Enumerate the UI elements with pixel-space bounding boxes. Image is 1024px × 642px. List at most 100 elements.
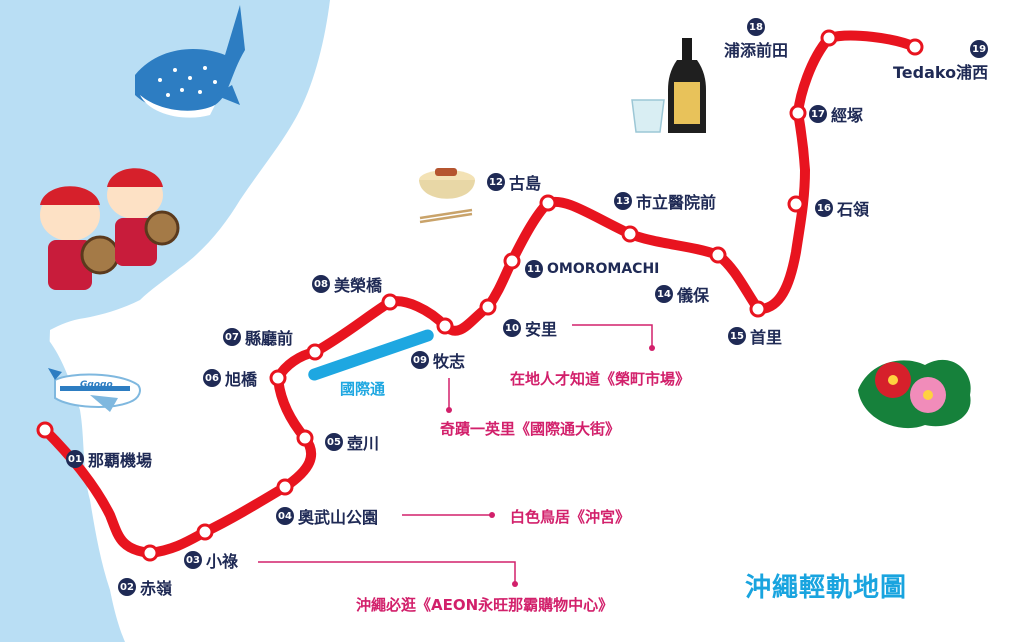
station-name: 浦添前田 xyxy=(724,41,789,60)
station-number: 16 xyxy=(815,199,833,217)
station-label-16[interactable]: 16 石領 xyxy=(815,196,869,220)
callout-dot-sakaemachi xyxy=(649,345,655,351)
station-label-10[interactable]: 10 安里 xyxy=(503,316,557,340)
station-dot-19[interactable] xyxy=(906,38,924,56)
station-label-08[interactable]: 08 美榮橋 xyxy=(312,272,382,296)
station-dot-13[interactable] xyxy=(621,225,639,243)
station-number: 02 xyxy=(118,578,136,596)
spot-label-aeon[interactable]: 沖繩必逛《AEON永旺那霸購物中心》 xyxy=(356,596,614,614)
station-number: 14 xyxy=(655,285,673,303)
station-dot-12[interactable] xyxy=(539,194,557,212)
station-number: 08 xyxy=(312,275,330,293)
airplane-logo: Ggogo xyxy=(80,380,113,390)
station-dot-06[interactable] xyxy=(269,369,287,387)
station-dot-02[interactable] xyxy=(141,544,159,562)
eisa-dancers-icon xyxy=(40,168,180,290)
station-dot-09[interactable] xyxy=(436,317,454,335)
station-label-13[interactable]: 13 市立醫院前 xyxy=(614,189,716,213)
spot-label-sakaemachi[interactable]: 在地人才知道《榮町市場》 xyxy=(510,370,691,388)
station-dot-14[interactable] xyxy=(709,246,727,264)
station-dot-04[interactable] xyxy=(276,478,294,496)
station-label-17[interactable]: 17 經塚 xyxy=(809,102,863,126)
station-dot-16[interactable] xyxy=(787,195,805,213)
station-name: 那覇機場 xyxy=(88,451,153,470)
soba-bowl-icon xyxy=(419,168,475,224)
station-label-11[interactable]: 11 OMOROMACHI xyxy=(525,260,659,278)
station-number: 06 xyxy=(203,369,221,387)
station-name: 奧武山公園 xyxy=(298,508,379,527)
airplane-icon xyxy=(48,368,141,412)
station-name: 赤嶺 xyxy=(140,579,173,598)
station-label-18[interactable]: 18 浦添前田 xyxy=(724,18,788,61)
station-name: Tedako浦西 xyxy=(893,63,989,82)
station-number: 12 xyxy=(487,173,505,191)
station-number: 04 xyxy=(276,507,294,525)
station-name: 市立醫院前 xyxy=(636,193,717,212)
station-name: 小祿 xyxy=(206,552,239,571)
station-name: OMOROMACHI xyxy=(547,261,660,277)
station-name: 縣廳前 xyxy=(245,329,294,348)
callout-dot-aeon xyxy=(512,581,518,587)
street-bar xyxy=(308,329,434,381)
station-label-05[interactable]: 05 壺川 xyxy=(325,430,379,454)
station-dot-08[interactable] xyxy=(381,293,399,311)
station-dots xyxy=(36,29,924,562)
station-name: 古島 xyxy=(509,174,542,193)
whale-shark-icon xyxy=(135,5,245,118)
hibiscus-icon xyxy=(858,359,971,429)
station-name: 儀保 xyxy=(677,286,710,305)
station-number: 05 xyxy=(325,433,343,451)
sea-bay xyxy=(0,330,125,642)
station-label-07[interactable]: 07 縣廳前 xyxy=(223,325,293,349)
station-dot-03[interactable] xyxy=(196,523,214,541)
station-label-12[interactable]: 12 古島 xyxy=(487,170,541,194)
station-number: 10 xyxy=(503,319,521,337)
station-name: 經塚 xyxy=(831,106,864,125)
station-dot-01[interactable] xyxy=(36,421,54,439)
station-label-06[interactable]: 06 旭橋 xyxy=(203,366,257,390)
station-name: 壺川 xyxy=(347,434,380,453)
station-name: 旭橋 xyxy=(225,370,258,389)
map-title: 沖繩輕軌地圖 xyxy=(745,573,908,603)
station-name: 首里 xyxy=(750,328,783,347)
station-name: 美榮橋 xyxy=(334,276,383,295)
station-dot-10[interactable] xyxy=(479,298,497,316)
station-label-01[interactable]: 01 那覇機場 xyxy=(66,447,152,471)
station-number: 03 xyxy=(184,551,202,569)
station-number: 09 xyxy=(411,351,429,369)
station-label-14[interactable]: 14 儀保 xyxy=(655,282,709,306)
station-label-15[interactable]: 15 首里 xyxy=(728,324,782,348)
station-number: 07 xyxy=(223,328,241,346)
station-number: 13 xyxy=(614,192,632,210)
station-name: 安里 xyxy=(525,320,558,339)
station-number: 11 xyxy=(525,260,543,278)
street-label-kokusai: 國際通 xyxy=(340,380,386,398)
station-dot-18[interactable] xyxy=(820,29,838,47)
spot-label-okinogu[interactable]: 白色鳥居《沖宮》 xyxy=(510,508,631,526)
spot-label-kokusai[interactable]: 奇蹟一英里《國際通大街》 xyxy=(440,420,621,438)
callout-dot-okinogu xyxy=(489,512,495,518)
station-label-02[interactable]: 02 赤嶺 xyxy=(118,575,172,599)
callout-line-aeon xyxy=(258,561,516,582)
callout-line-sakaemachi xyxy=(572,324,653,346)
sea-area xyxy=(0,0,330,642)
station-name: 牧志 xyxy=(433,352,466,371)
awamori-bottle-icon xyxy=(631,38,706,133)
station-name: 石領 xyxy=(837,200,870,219)
station-dot-15[interactable] xyxy=(749,300,767,318)
station-number: 01 xyxy=(66,450,84,468)
station-label-09[interactable]: 09 牧志 xyxy=(411,348,465,372)
callout-dot-kokusai xyxy=(446,407,452,413)
station-dot-05[interactable] xyxy=(296,429,314,447)
station-label-19[interactable]: 19 Tedako浦西 xyxy=(893,40,989,83)
station-number: 15 xyxy=(728,327,746,345)
station-number: 17 xyxy=(809,105,827,123)
station-dot-07[interactable] xyxy=(306,343,324,361)
station-number: 19 xyxy=(970,40,989,58)
station-dot-17[interactable] xyxy=(789,104,807,122)
station-label-04[interactable]: 04 奧武山公園 xyxy=(276,504,378,528)
station-dot-11[interactable] xyxy=(503,252,521,270)
station-label-03[interactable]: 03 小祿 xyxy=(184,548,238,572)
